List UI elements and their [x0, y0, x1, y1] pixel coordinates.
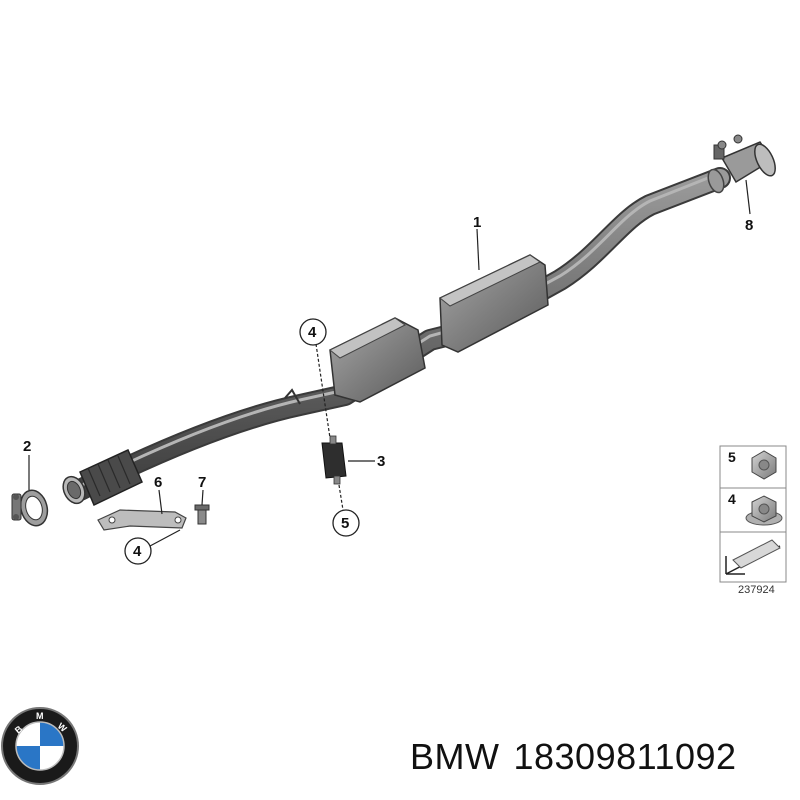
leader-lines: [28, 179, 751, 547]
legend-label-4: 4: [728, 491, 736, 507]
part-caption: BMW 18309811092: [410, 736, 751, 778]
callout-4-lower: 4: [133, 543, 142, 560]
bracket-part-6: [97, 509, 187, 531]
flex-pipe-section: [62, 449, 143, 507]
legend-label-5: 5: [728, 449, 736, 465]
callout-8: 8: [745, 217, 753, 234]
svg-text:M: M: [36, 711, 44, 721]
svg-text:B: B: [13, 723, 25, 735]
exhaust-pipe-assembly: [62, 167, 731, 507]
callout-4-circle-lower: [124, 537, 152, 565]
callout-4-circle-upper: [299, 318, 327, 346]
brand-name: BMW: [410, 736, 500, 777]
callout-5: 5: [341, 515, 349, 532]
center-muffler: [439, 254, 549, 353]
pipe-outlet: [707, 168, 725, 194]
hex-nut-icon: [751, 450, 777, 480]
direction-arrow-icon: [725, 539, 781, 575]
flange-nut-icon: [745, 495, 783, 526]
callout-7: 7: [198, 474, 206, 491]
clamp-part-2: [11, 489, 49, 527]
callout-1: 1: [473, 214, 481, 231]
callout-4-upper: 4: [308, 324, 317, 341]
pipe-hanger-bracket: [284, 388, 301, 405]
rubber-mount-part-3: [321, 435, 347, 485]
bmw-logo: B M W: [1, 707, 79, 785]
legend-box: 5 4: [719, 445, 787, 583]
callout-5-circle: [332, 509, 360, 537]
callout-6: 6: [154, 474, 162, 491]
diagram-reference-number: 237924: [738, 584, 775, 596]
callout-2: 2: [23, 438, 31, 455]
callout-labels: 1 2 3 4 4 5 6 7 8: [23, 214, 753, 565]
clamp-part-8: [713, 134, 776, 184]
part-number: 18309811092: [513, 736, 737, 777]
catalytic-converter: [329, 317, 426, 403]
bolt-part-7: [194, 504, 210, 525]
callout-3: 3: [377, 453, 385, 470]
